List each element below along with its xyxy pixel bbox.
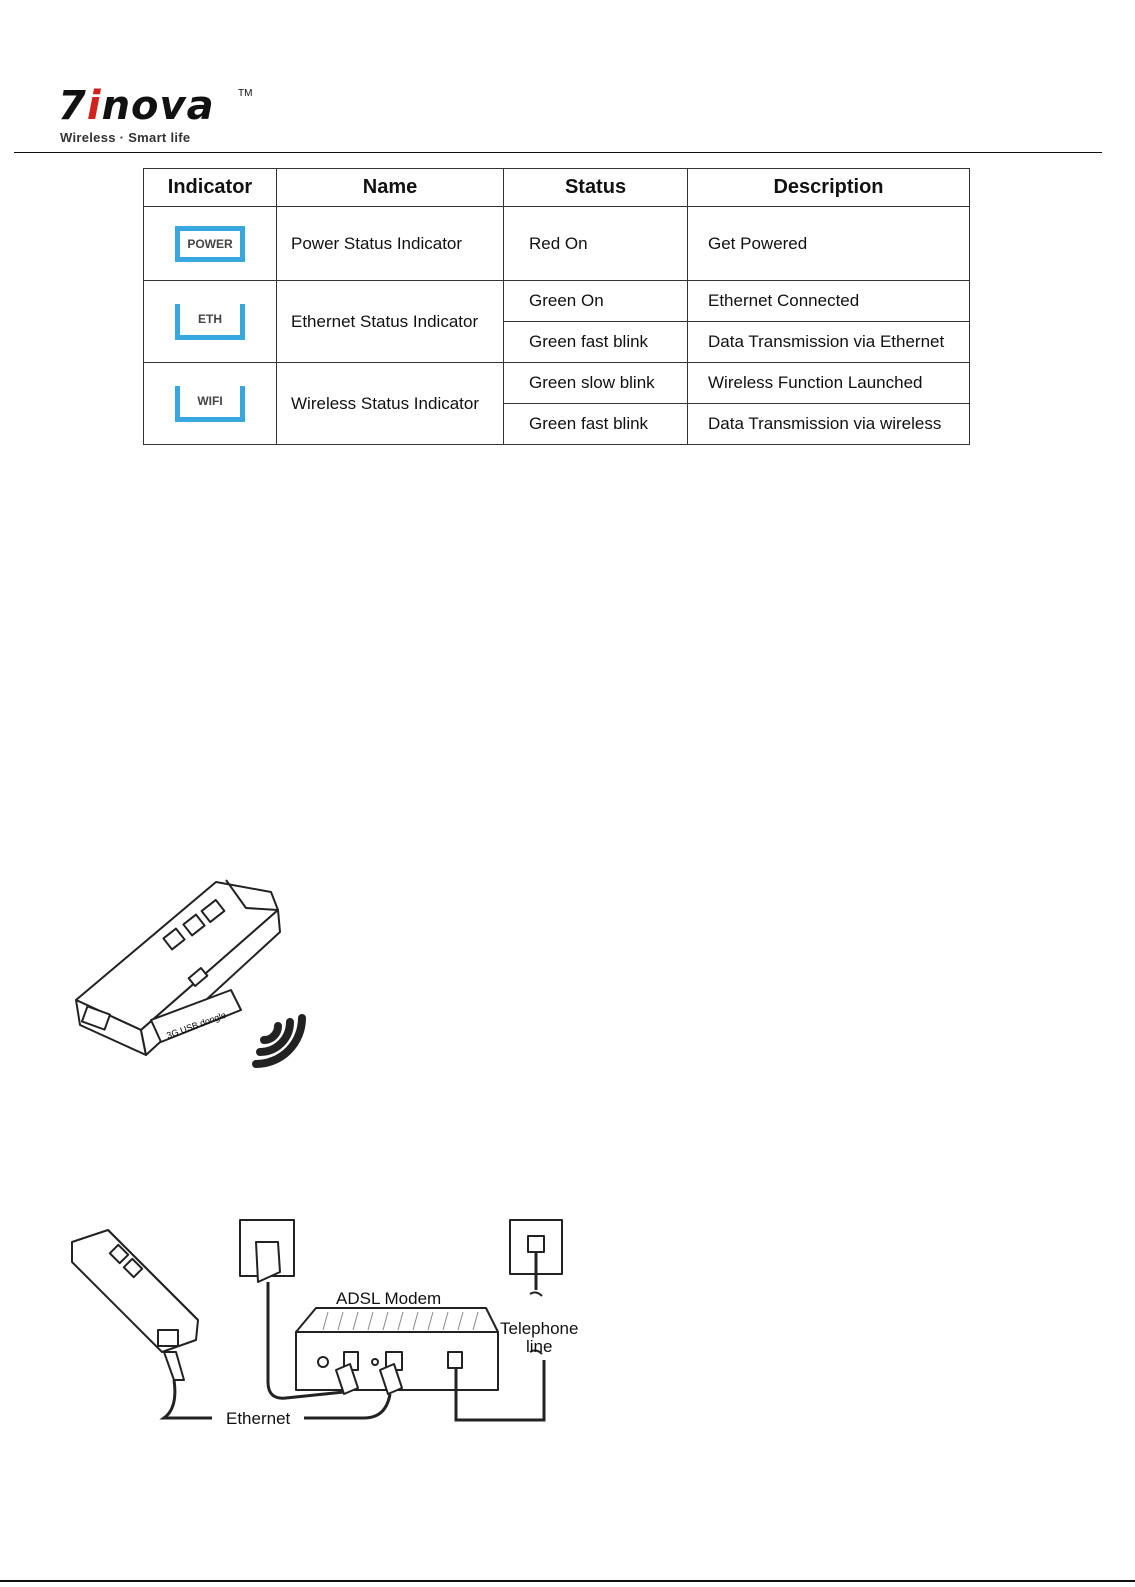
indicator-label: POWER	[187, 236, 233, 251]
table-row: Green fast blink Data Transmission via w…	[144, 403, 970, 445]
table-header-row: Indicator Name Status Description	[143, 168, 970, 207]
logo-tagline: Wireless · Smart life	[60, 130, 191, 145]
logo-trademark: TM	[238, 88, 253, 99]
description-cell: Get Powered	[687, 206, 970, 281]
telephone-label-2: line	[526, 1337, 552, 1356]
indicator-cell: POWER	[143, 206, 277, 281]
footer-divider	[0, 1580, 1135, 1582]
header-name: Name	[276, 168, 504, 207]
logo-seven: 7	[58, 83, 87, 129]
indicator-cell: WIFI	[143, 362, 277, 445]
status-cell: Green On	[503, 280, 688, 322]
table-row: ETH Ethernet Status Indicator Green On E…	[143, 280, 970, 363]
status-cell: Green slow blink	[503, 362, 688, 404]
adsl-connection-drawing: ADSL Modem Telephone line Ethernet	[71, 1219, 578, 1428]
wifi-indicator-icon: WIFI	[175, 385, 245, 422]
indicator-cell: ETH	[143, 280, 277, 363]
router-dongle-illustration: 3G USB dongle	[66, 870, 306, 1080]
adsl-connection-diagram: ADSL Modem Telephone line Ethernet	[68, 1212, 588, 1442]
telephone-label-1: Telephone	[500, 1319, 578, 1338]
ethernet-label: Ethernet	[226, 1409, 291, 1428]
status-cell: Red On	[503, 206, 688, 281]
header-indicator: Indicator	[143, 168, 277, 207]
modem-label: ADSL Modem	[336, 1289, 441, 1308]
name-cell: Ethernet Status Indicator	[276, 280, 504, 363]
description-cell: Data Transmission via wireless	[687, 403, 970, 445]
status-cell: Green fast blink	[503, 403, 688, 445]
header-description: Description	[687, 168, 970, 207]
table-row: Green fast blink Data Transmission via E…	[144, 321, 970, 363]
indicator-label: ETH	[198, 312, 222, 326]
indicator-label: WIFI	[197, 394, 223, 408]
power-indicator-icon: POWER	[175, 225, 245, 262]
status-cell: Green fast blink	[503, 321, 688, 363]
logo-i: i	[86, 83, 102, 129]
logo-nova: nova	[101, 83, 215, 129]
company-logo: 7inova TM Wireless · Smart life	[58, 84, 258, 148]
header-divider	[14, 152, 1102, 153]
description-cell: Data Transmission via Ethernet	[687, 321, 970, 363]
logo-wordmark: 7inova	[58, 84, 215, 128]
table-row: POWER Power Status Indicator Red On Get …	[143, 206, 970, 281]
indicator-table: Indicator Name Status Description POWER …	[143, 168, 970, 445]
description-cell: Wireless Function Launched	[687, 362, 970, 404]
eth-indicator-icon: ETH	[175, 303, 245, 340]
table-row: WIFI Wireless Status Indicator Green slo…	[143, 362, 970, 445]
name-cell: Wireless Status Indicator	[276, 362, 504, 445]
router-dongle-drawing: 3G USB dongle	[75, 879, 306, 1068]
name-cell: Power Status Indicator	[276, 206, 504, 281]
description-cell: Ethernet Connected	[687, 280, 970, 322]
header-status: Status	[503, 168, 688, 207]
